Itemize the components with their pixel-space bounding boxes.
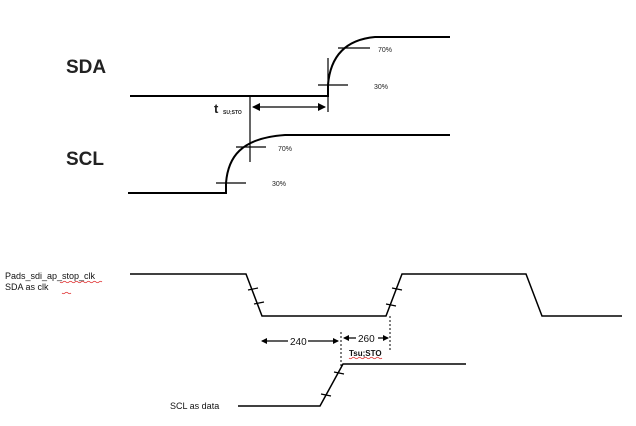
sda-70-label: 70%	[378, 47, 392, 54]
scl-70-label: 70%	[278, 146, 292, 153]
sda-label: SDA	[66, 57, 106, 78]
spellcheck-underline	[348, 356, 383, 360]
clk-signal-label-line2: SDA as clk	[5, 282, 49, 292]
scl-waveform	[128, 134, 450, 194]
clk-signal-label-line1: Pads_sdi_ap_stop_clk	[5, 271, 96, 281]
spellcheck-underline	[61, 291, 72, 295]
interval-240-label: 240	[290, 337, 307, 348]
clk-rise-tick-upper	[391, 287, 403, 291]
data-signal-label: SCL as data	[170, 401, 219, 411]
scl-label: SCL	[66, 149, 104, 170]
tsu-sto-bottom-label: Tsu;STO	[349, 349, 382, 358]
scl-30-label: 30%	[272, 181, 286, 188]
sda-waveform	[130, 36, 450, 97]
tsu-sto-t-label: t	[214, 101, 219, 116]
clk-fall-tick-upper	[247, 287, 259, 291]
clk-rise-tick-lower	[385, 303, 397, 307]
interval-240-label-bg	[288, 335, 308, 347]
data-rise-tick-upper	[333, 371, 345, 375]
spellcheck-underline	[59, 280, 103, 284]
sda-30-label: 30%	[374, 84, 388, 91]
interval-260-label: 260	[358, 334, 375, 345]
interval-260-label-bg	[356, 332, 378, 344]
bottom-timing-diagram: Pads_sdi_ap_stop_clk SDA as clk 240 260 …	[5, 271, 622, 411]
top-timing-diagram: SDA 70% 30% SCL 70% 30% t SU;STO	[66, 36, 450, 194]
data-waveform	[238, 363, 466, 407]
clk-waveform	[130, 273, 622, 317]
clk-fall-tick-lower	[253, 301, 265, 305]
data-rise-tick-lower	[320, 393, 332, 397]
tsu-sto-sub-label: SU;STO	[223, 110, 242, 116]
